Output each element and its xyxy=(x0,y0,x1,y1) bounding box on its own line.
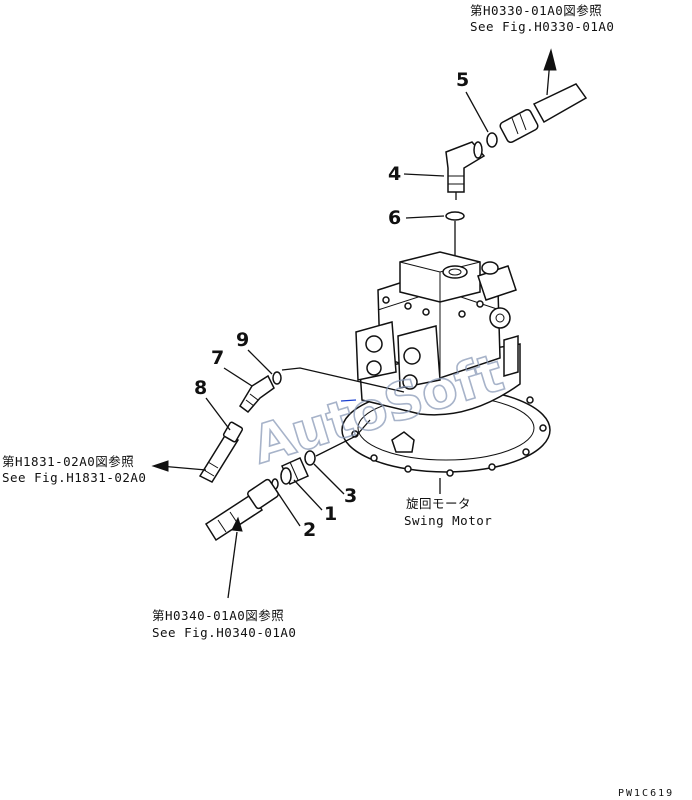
leader-6 xyxy=(405,215,445,219)
ref-bottom-en: See Fig.H0340-01A0 xyxy=(152,625,296,640)
ref-top-right-jp: 第H0330-01A0図参照 xyxy=(470,3,602,18)
leader-9 xyxy=(247,349,273,375)
callout-6: 6 xyxy=(388,207,401,229)
leader-1 xyxy=(293,479,323,511)
leader-2 xyxy=(275,489,301,527)
elbow-fitting-4 xyxy=(445,141,486,200)
swing-motor xyxy=(341,251,551,477)
ref-top-right-en: See Fig.H0330-01A0 xyxy=(470,19,614,34)
assembly-line-3 xyxy=(315,419,371,457)
assembly-line-9 xyxy=(281,367,405,393)
callout-4: 4 xyxy=(388,163,401,185)
drawing-code: PW1C619 xyxy=(618,788,674,799)
hose-8 xyxy=(151,421,244,483)
motor-label-jp: 旋回モータ xyxy=(406,496,471,511)
elbow-fitting-7 xyxy=(239,374,275,414)
hidden-line xyxy=(340,399,357,402)
o-ring-3 xyxy=(304,450,316,466)
leader-7 xyxy=(223,367,253,387)
callout-2: 2 xyxy=(303,519,316,541)
leader-8 xyxy=(205,397,231,431)
connector-1 xyxy=(280,457,309,485)
bottom-hose xyxy=(204,478,279,599)
leader-5 xyxy=(465,91,489,133)
callout-7: 7 xyxy=(211,347,224,369)
top-hose xyxy=(499,48,588,144)
o-ring-9 xyxy=(272,371,282,385)
motor-label-en: Swing Motor xyxy=(404,513,492,528)
ref-left-jp: 第H1831-02A0図参照 xyxy=(2,454,134,469)
callout-3: 3 xyxy=(344,485,357,507)
o-ring-5 xyxy=(486,132,498,148)
ref-left-en: See Fig.H1831-02A0 xyxy=(2,470,146,485)
leader-3 xyxy=(313,463,345,495)
callout-8: 8 xyxy=(194,377,207,399)
callout-1: 1 xyxy=(324,503,337,525)
ref-bottom-jp: 第H0340-01A0図参照 xyxy=(152,608,284,623)
leader-4 xyxy=(403,173,445,177)
callout-9: 9 xyxy=(236,329,249,351)
callout-5: 5 xyxy=(456,69,469,91)
o-ring-6 xyxy=(445,211,465,221)
